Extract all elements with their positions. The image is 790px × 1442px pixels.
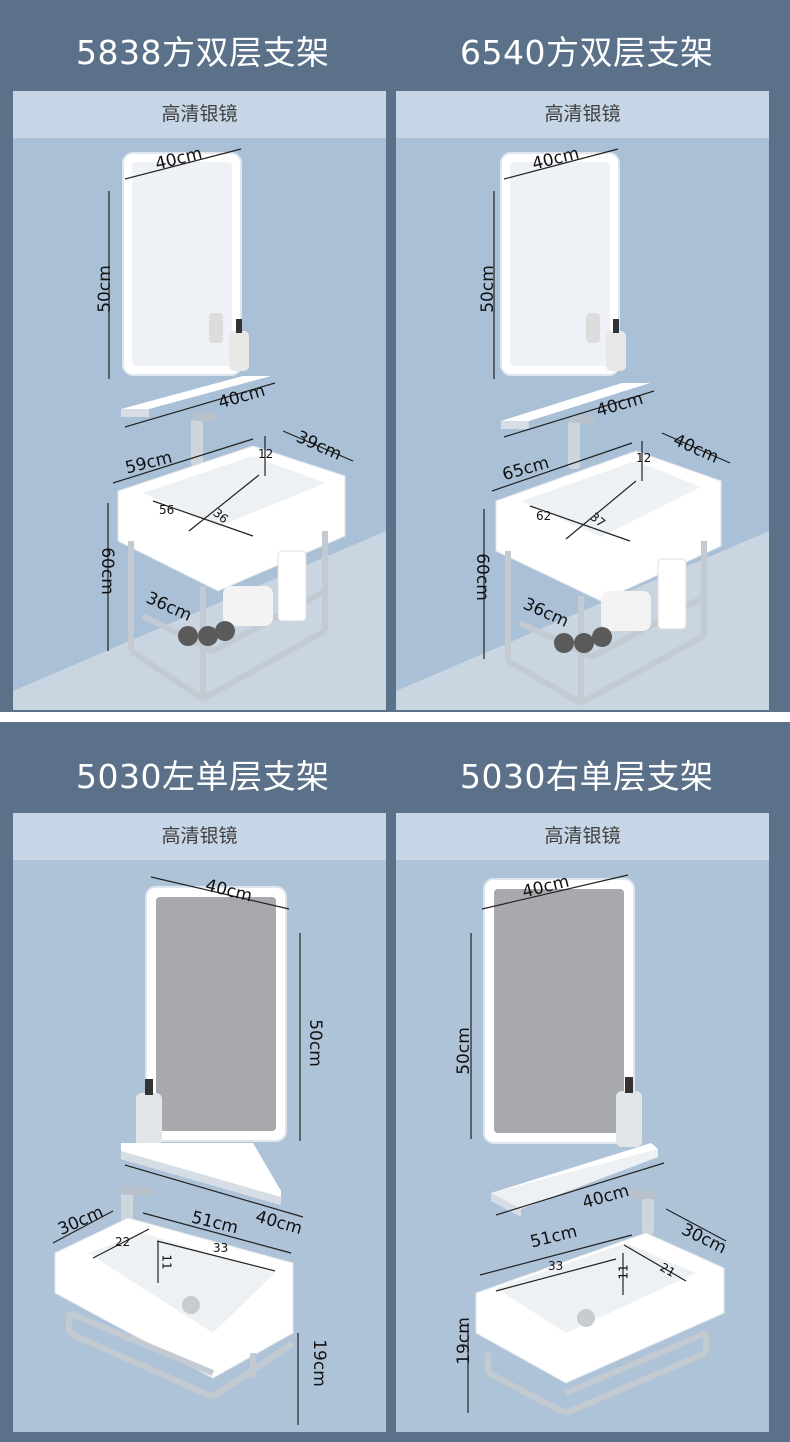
product-illustration xyxy=(396,91,769,710)
bowl-depth-label: 22 xyxy=(115,1235,131,1249)
mirror-height-label: 50cm xyxy=(477,265,498,313)
basin-height-label: 60cm xyxy=(96,547,117,595)
mirror-height-label: 50cm xyxy=(304,1019,325,1067)
basin-height-label: 19cm xyxy=(308,1339,329,1387)
product-illustration xyxy=(396,813,769,1432)
product-panel-6540: 高清银镜 40cm 50cm 40cm 65cm 40cm 62 37 12 6… xyxy=(396,91,769,710)
mirror-label-strip: 高清银镜 xyxy=(396,813,769,860)
mirror-label-strip: 高清银镜 xyxy=(13,813,386,860)
mirror-label-strip: 高清银镜 xyxy=(396,91,769,138)
bowl-height-label: 12 xyxy=(636,451,652,465)
mirror-height-label: 50cm xyxy=(94,265,115,313)
section-title-4: 5030右单层支架 xyxy=(460,757,714,796)
product-illustration xyxy=(13,813,386,1432)
section-title-2: 6540方双层支架 xyxy=(460,33,714,72)
bowl-width-label: 62 xyxy=(536,509,552,523)
mirror-height-label: 50cm xyxy=(453,1027,474,1075)
product-illustration xyxy=(13,91,386,710)
bowl-width-label: 33 xyxy=(213,1241,229,1255)
bowl-height-label: 11 xyxy=(616,1264,631,1280)
mirror-label-strip: 高清银镜 xyxy=(13,91,386,138)
bowl-height-label: 11 xyxy=(159,1254,174,1270)
product-panel-5838: 高清银镜 40cm 50cm 40cm 59cm 39cm 56 36 12 6… xyxy=(13,91,386,710)
basin-height-label: 19cm xyxy=(453,1317,474,1365)
bowl-height-label: 12 xyxy=(258,447,274,461)
product-panel-5030-right: 高清银镜 40cm 50cm 40cm 51cm 30cm 33 11 21 1… xyxy=(396,813,769,1432)
bowl-width-label: 56 xyxy=(159,503,175,517)
bowl-width-label: 33 xyxy=(548,1259,564,1273)
product-panel-5030-left: 高清银镜 40cm 50cm 40cm 30cm 51cm 22 33 11 1… xyxy=(13,813,386,1432)
basin-height-label: 60cm xyxy=(471,553,492,601)
section-title-1: 5838方双层支架 xyxy=(76,33,330,72)
section-title-3: 5030左单层支架 xyxy=(76,757,330,796)
